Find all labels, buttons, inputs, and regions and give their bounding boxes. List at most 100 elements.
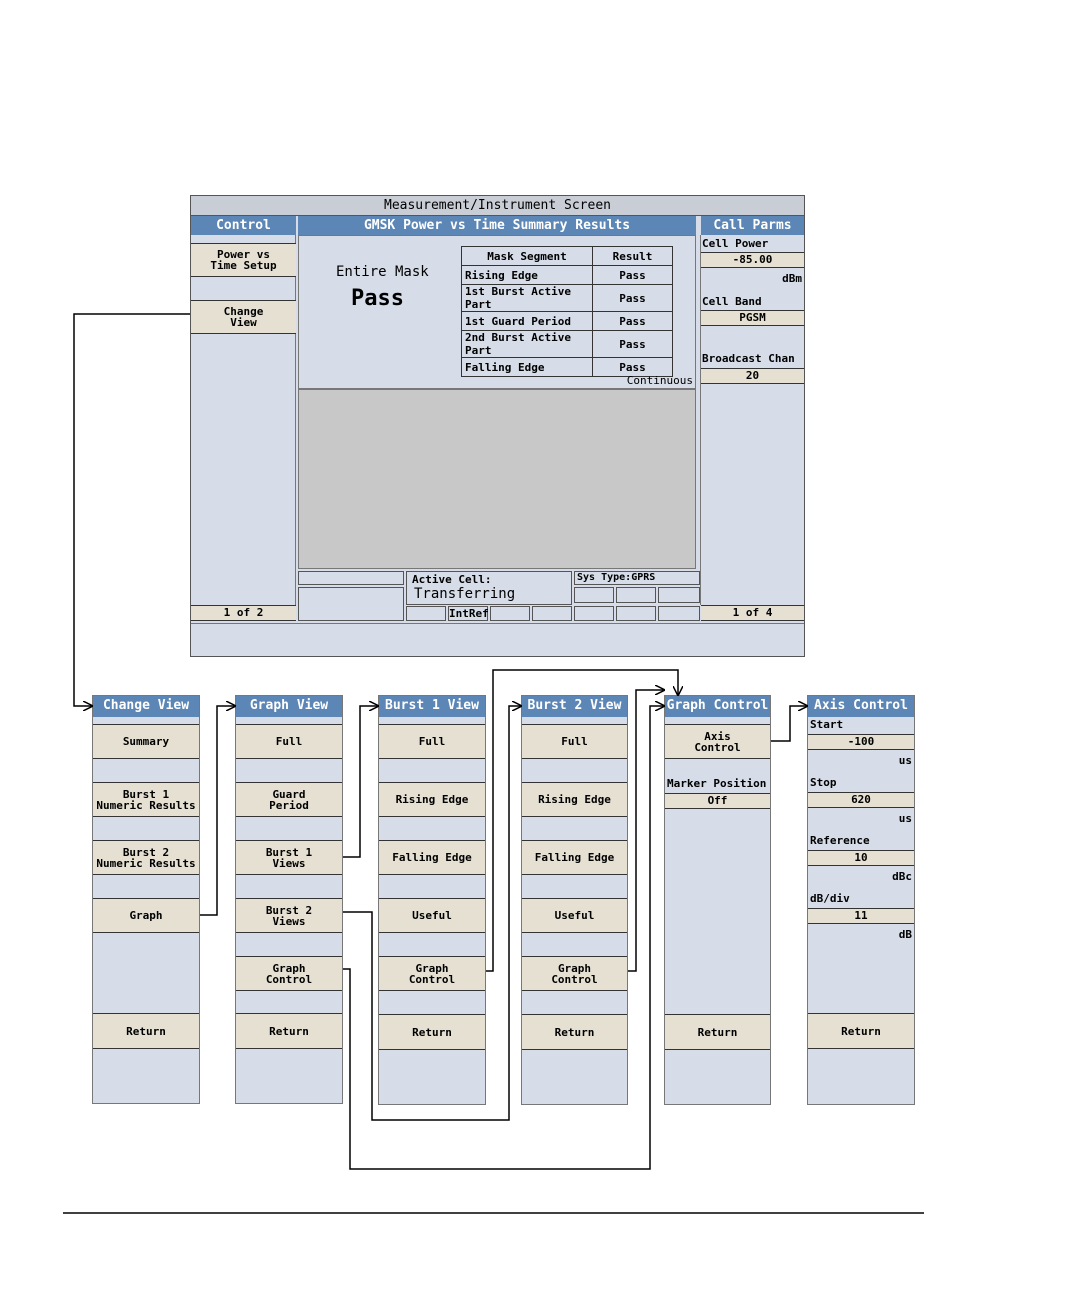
full-key[interactable]: Full bbox=[379, 724, 485, 759]
entire-mask-label: Entire Mask bbox=[336, 264, 429, 280]
power-vs-time-setup-key[interactable]: Power vs Time Setup bbox=[191, 243, 296, 277]
burst1-view-menu: Burst 1 View Full Rising Edge Falling Ed… bbox=[378, 695, 486, 1105]
return-key[interactable]: Return bbox=[808, 1013, 914, 1049]
cell-power-unit: dBm bbox=[782, 272, 802, 285]
call-parms-page-indicator: 1 of 4 bbox=[701, 605, 804, 621]
connector-axis-control bbox=[771, 706, 807, 742]
connector-burst1-views bbox=[343, 706, 378, 858]
start-value[interactable]: -100 bbox=[808, 734, 914, 750]
graph-control-menu-header: Graph Control bbox=[665, 696, 770, 717]
status-field bbox=[574, 606, 614, 621]
key-label-line: Control bbox=[408, 972, 456, 986]
table-header-row: Mask Segment Result bbox=[461, 246, 673, 266]
graph-control-key[interactable]: Graph Control bbox=[522, 956, 627, 991]
return-key[interactable]: Return bbox=[665, 1014, 770, 1050]
marker-position-label: Marker Position bbox=[667, 777, 767, 790]
return-key[interactable]: Return bbox=[522, 1014, 627, 1050]
table-row: 1st Guard Period Pass bbox=[461, 311, 673, 331]
key-label-line: Burst 1 bbox=[265, 845, 313, 859]
burst1-view-menu-header: Burst 1 View bbox=[379, 696, 485, 717]
key-label-line: Burst 2 bbox=[265, 903, 313, 917]
axis-control-key[interactable]: Axis Control bbox=[665, 724, 770, 759]
key-label-line: Graph bbox=[557, 961, 592, 975]
key-label-line: Burst 1 bbox=[122, 787, 170, 801]
entire-mask-value: Pass bbox=[351, 286, 404, 311]
return-key[interactable]: Return bbox=[379, 1014, 485, 1050]
key-label-line: Graph bbox=[415, 961, 449, 975]
start-label: Start bbox=[810, 718, 844, 731]
status-field bbox=[658, 606, 700, 621]
reference-unit: dBc bbox=[892, 870, 912, 883]
status-field bbox=[574, 587, 614, 603]
result-cell: Pass bbox=[592, 357, 673, 377]
burst2-numeric-results-key[interactable]: Burst 2 Numeric Results bbox=[93, 840, 199, 875]
cell-band-value[interactable]: PGSM bbox=[701, 310, 804, 326]
change-view-menu-header: Change View bbox=[93, 696, 199, 717]
key-label-line: Views bbox=[272, 914, 306, 928]
instrument-screen: Measurement/Instrument Screen Control Po… bbox=[190, 195, 805, 657]
change-view-key[interactable]: Change View bbox=[191, 300, 296, 334]
call-parms-panel bbox=[700, 235, 804, 605]
falling-edge-key[interactable]: Falling Edge bbox=[379, 840, 485, 875]
full-key[interactable]: Full bbox=[236, 724, 342, 759]
graph-key[interactable]: Graph bbox=[93, 898, 199, 933]
mask-segment-cell: 1st Guard Period bbox=[461, 311, 593, 331]
key-label-line: Views bbox=[272, 856, 306, 870]
result-cell: Pass bbox=[592, 284, 673, 312]
full-key[interactable]: Full bbox=[522, 724, 627, 759]
useful-key[interactable]: Useful bbox=[379, 898, 485, 933]
falling-edge-key[interactable]: Falling Edge bbox=[522, 840, 627, 875]
key-label-line: Graph bbox=[272, 961, 306, 975]
mask-segment-cell: 1st Burst Active Part bbox=[461, 284, 593, 312]
mask-segment-cell: 2nd Burst Active Part bbox=[461, 330, 593, 358]
summary-key[interactable]: Summary bbox=[93, 724, 199, 759]
intref-indicator: IntRef bbox=[448, 606, 489, 621]
change-view-label: Change View bbox=[223, 305, 264, 329]
key-label-line: Control bbox=[694, 740, 741, 754]
connector-burst2-views bbox=[343, 706, 521, 1121]
start-unit: us bbox=[898, 754, 912, 767]
burst2-views-key[interactable]: Burst 2 Views bbox=[236, 898, 342, 933]
burst1-views-key[interactable]: Burst 1 Views bbox=[236, 840, 342, 875]
return-key[interactable]: Return bbox=[93, 1013, 199, 1049]
stop-unit: us bbox=[898, 812, 912, 825]
status-field bbox=[298, 587, 404, 621]
burst2-view-menu: Burst 2 View Full Rising Edge Falling Ed… bbox=[521, 695, 628, 1105]
burst2-view-menu-header: Burst 2 View bbox=[522, 696, 627, 717]
key-label-line: Control bbox=[265, 972, 313, 986]
status-field bbox=[532, 606, 572, 621]
useful-key[interactable]: Useful bbox=[522, 898, 627, 933]
dbdiv-value[interactable]: 11 bbox=[808, 908, 914, 924]
key-label-line: Guard bbox=[272, 787, 306, 801]
marker-position-value[interactable]: Off bbox=[665, 793, 770, 809]
cell-power-value[interactable]: -85.00 bbox=[701, 252, 804, 268]
table-row: 1st Burst Active Part Pass bbox=[461, 284, 673, 312]
mask-segment-cell: Rising Edge bbox=[461, 265, 593, 285]
graph-control-key[interactable]: Graph Control bbox=[379, 956, 485, 991]
graph-control-key[interactable]: Graph Control bbox=[236, 956, 342, 991]
burst1-numeric-results-key[interactable]: Burst 1 Numeric Results bbox=[93, 782, 199, 817]
key-label-line: Period bbox=[269, 798, 309, 812]
broadcast-chan-value[interactable]: 20 bbox=[701, 368, 804, 384]
rising-edge-key[interactable]: Rising Edge bbox=[522, 782, 627, 817]
stop-value[interactable]: 620 bbox=[808, 792, 914, 808]
reference-label: Reference bbox=[810, 834, 870, 847]
rising-edge-key[interactable]: Rising Edge bbox=[379, 782, 485, 817]
connector-graph-control-2 bbox=[486, 669, 678, 972]
bottom-strip bbox=[191, 623, 804, 656]
status-field bbox=[490, 606, 530, 621]
graph-view-menu-header: Graph View bbox=[236, 696, 342, 717]
results-header: GMSK Power vs Time Summary Results bbox=[298, 216, 696, 235]
status-field bbox=[658, 587, 700, 603]
column-header-result: Result bbox=[592, 246, 673, 266]
broadcast-chan-label: Broadcast Chan bbox=[702, 352, 795, 365]
reference-value[interactable]: 10 bbox=[808, 850, 914, 866]
cell-power-label: Cell Power bbox=[702, 237, 769, 250]
status-field bbox=[298, 571, 404, 585]
return-key[interactable]: Return bbox=[236, 1013, 342, 1049]
guard-period-key[interactable]: Guard Period bbox=[236, 782, 342, 817]
screen-title: Measurement/Instrument Screen bbox=[191, 196, 804, 216]
sys-type-value: GPRS bbox=[631, 572, 656, 583]
call-parms-header: Call Parms bbox=[701, 216, 804, 235]
